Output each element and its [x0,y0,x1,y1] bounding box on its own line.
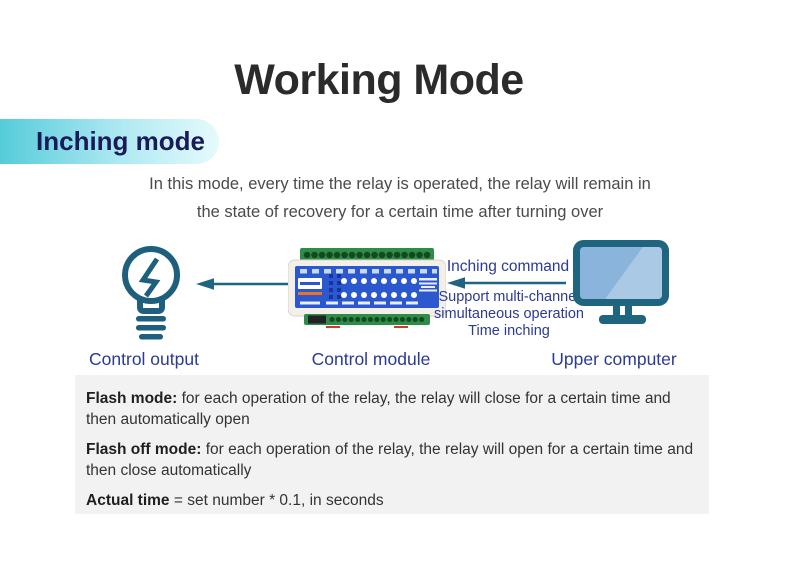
actual-time-text: = set number * 0.1, in seconds [169,492,384,509]
flash-mode-term: Flash mode: [86,390,178,407]
relay-module-icon [288,248,446,328]
section-badge-label: Inching mode [36,126,205,156]
bulb-icon [122,246,180,340]
actual-time-term: Actual time [86,492,170,509]
control-output-label: Control output [89,349,199,369]
support-line2: simultaneous operation [434,306,584,322]
mode-description: In this mode, every time the relay is op… [35,170,765,226]
support-line1: Support multi-channel [438,289,580,305]
actual-time-note: Actual time = set number * 0.1, in secon… [86,490,699,511]
flash-off-mode-text: for each operation of the relay, the rel… [86,441,694,479]
inching-command-label: Inching command [446,258,570,275]
flash-mode-text: for each operation of the relay, the rel… [86,390,671,428]
support-text: Support multi-channel simultaneous opera… [427,289,591,340]
left-arrow-icon [196,278,292,290]
flash-mode-note: Flash mode: for each operation of the re… [86,388,699,430]
section-badge: Inching mode [0,119,219,164]
page-title: Working Mode [234,56,524,104]
upper-computer-label: Upper computer [551,349,677,369]
control-module-label: Control module [311,349,431,369]
mode-description-line2: the state of recovery for a certain time… [196,203,604,221]
mode-notes-panel: Flash mode: for each operation of the re… [75,375,709,514]
flash-off-mode-note: Flash off mode: for each operation of th… [86,439,699,481]
support-line3: Time inching [468,323,550,339]
mode-description-line1: In this mode, every time the relay is op… [149,175,651,193]
flash-off-mode-term: Flash off mode: [86,441,202,458]
monitor-icon [573,240,669,324]
left-arrow-icon [447,277,566,289]
